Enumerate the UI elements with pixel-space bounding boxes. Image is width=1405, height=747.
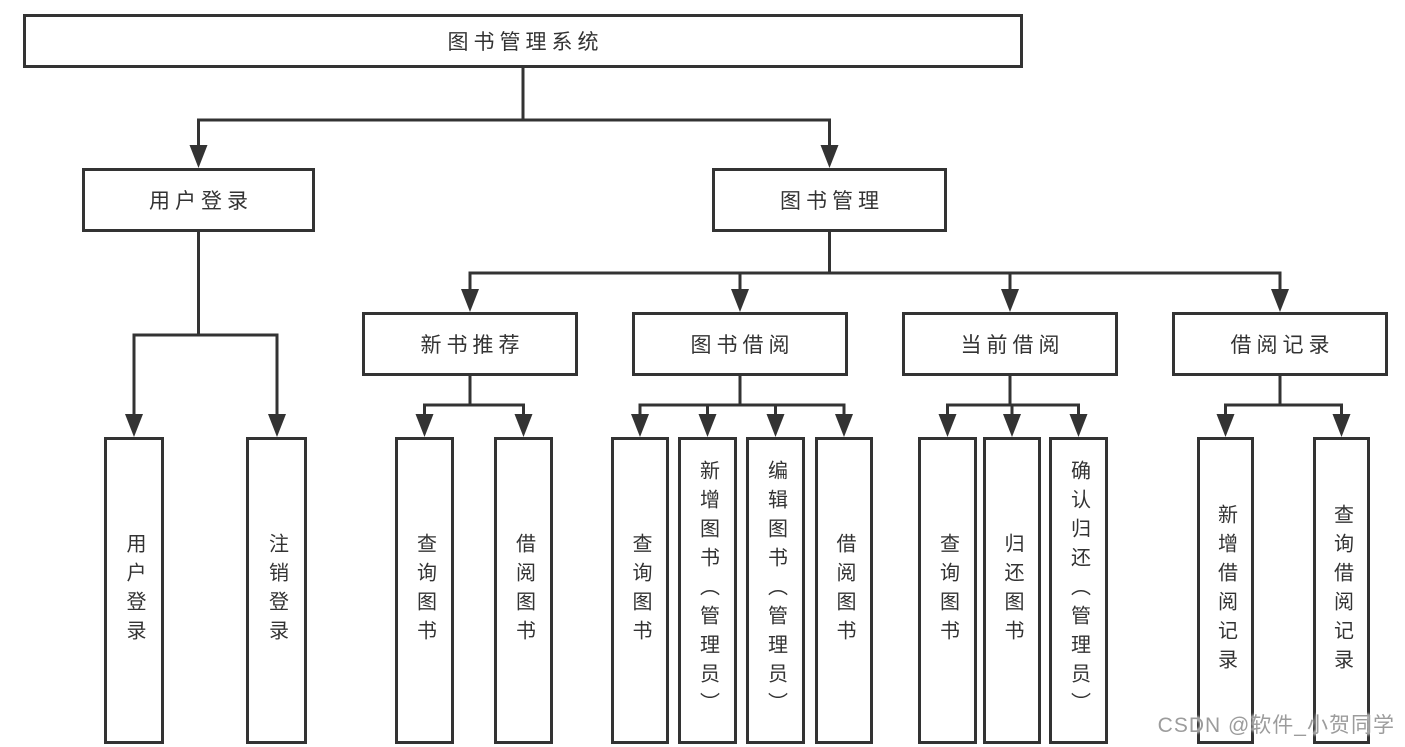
leaf-label: 查询借阅记录	[1330, 503, 1353, 678]
node-root-system: 图书管理系统	[23, 14, 1023, 68]
leaf-borrow-books-1: 借阅图书	[494, 437, 553, 744]
node-book-borrow: 图书借阅	[632, 312, 848, 376]
leaf-label: 确认归还（管理员）	[1067, 460, 1090, 721]
leaf-label: 查询图书	[629, 532, 651, 649]
leaf-add-book-admin: 新增图书（管理员）	[678, 437, 737, 744]
leaf-label: 注销登录	[265, 532, 288, 649]
leaf-confirm-return-admin: 确认归还（管理员）	[1049, 437, 1108, 744]
leaf-label: 借阅图书	[512, 532, 535, 649]
leaf-label: 归还图书	[1001, 532, 1023, 649]
leaf-query-books-2: 查询图书	[611, 437, 669, 744]
leaf-return-book: 归还图书	[983, 437, 1041, 744]
node-current-borrow: 当前借阅	[902, 312, 1118, 376]
leaf-label: 查询图书	[413, 532, 436, 649]
leaf-label: 用户登录	[123, 532, 145, 649]
node-new-book-recommend: 新书推荐	[362, 312, 578, 376]
leaf-logout: 注销登录	[246, 437, 307, 744]
leaf-label: 新增借阅记录	[1214, 503, 1237, 678]
leaf-user-login: 用户登录	[104, 437, 164, 744]
leaf-label: 编辑图书（管理员）	[764, 460, 787, 721]
csdn-watermark: CSDN @软件_小贺同学	[1157, 714, 1395, 737]
leaf-label: 新增图书（管理员）	[696, 460, 719, 721]
node-user-login-module: 用户登录	[82, 168, 315, 232]
node-borrow-records: 借阅记录	[1172, 312, 1388, 376]
node-book-management-module: 图书管理	[712, 168, 947, 232]
leaf-label: 借阅图书	[833, 532, 855, 649]
leaf-add-borrow-record: 新增借阅记录	[1197, 437, 1254, 744]
leaf-query-borrow-record: 查询借阅记录	[1313, 437, 1370, 744]
leaf-edit-book-admin: 编辑图书（管理员）	[746, 437, 805, 744]
leaf-query-books-3: 查询图书	[918, 437, 977, 744]
leaf-label: 查询图书	[936, 532, 959, 649]
leaf-query-books-1: 查询图书	[395, 437, 454, 744]
leaf-borrow-books-2: 借阅图书	[815, 437, 873, 744]
